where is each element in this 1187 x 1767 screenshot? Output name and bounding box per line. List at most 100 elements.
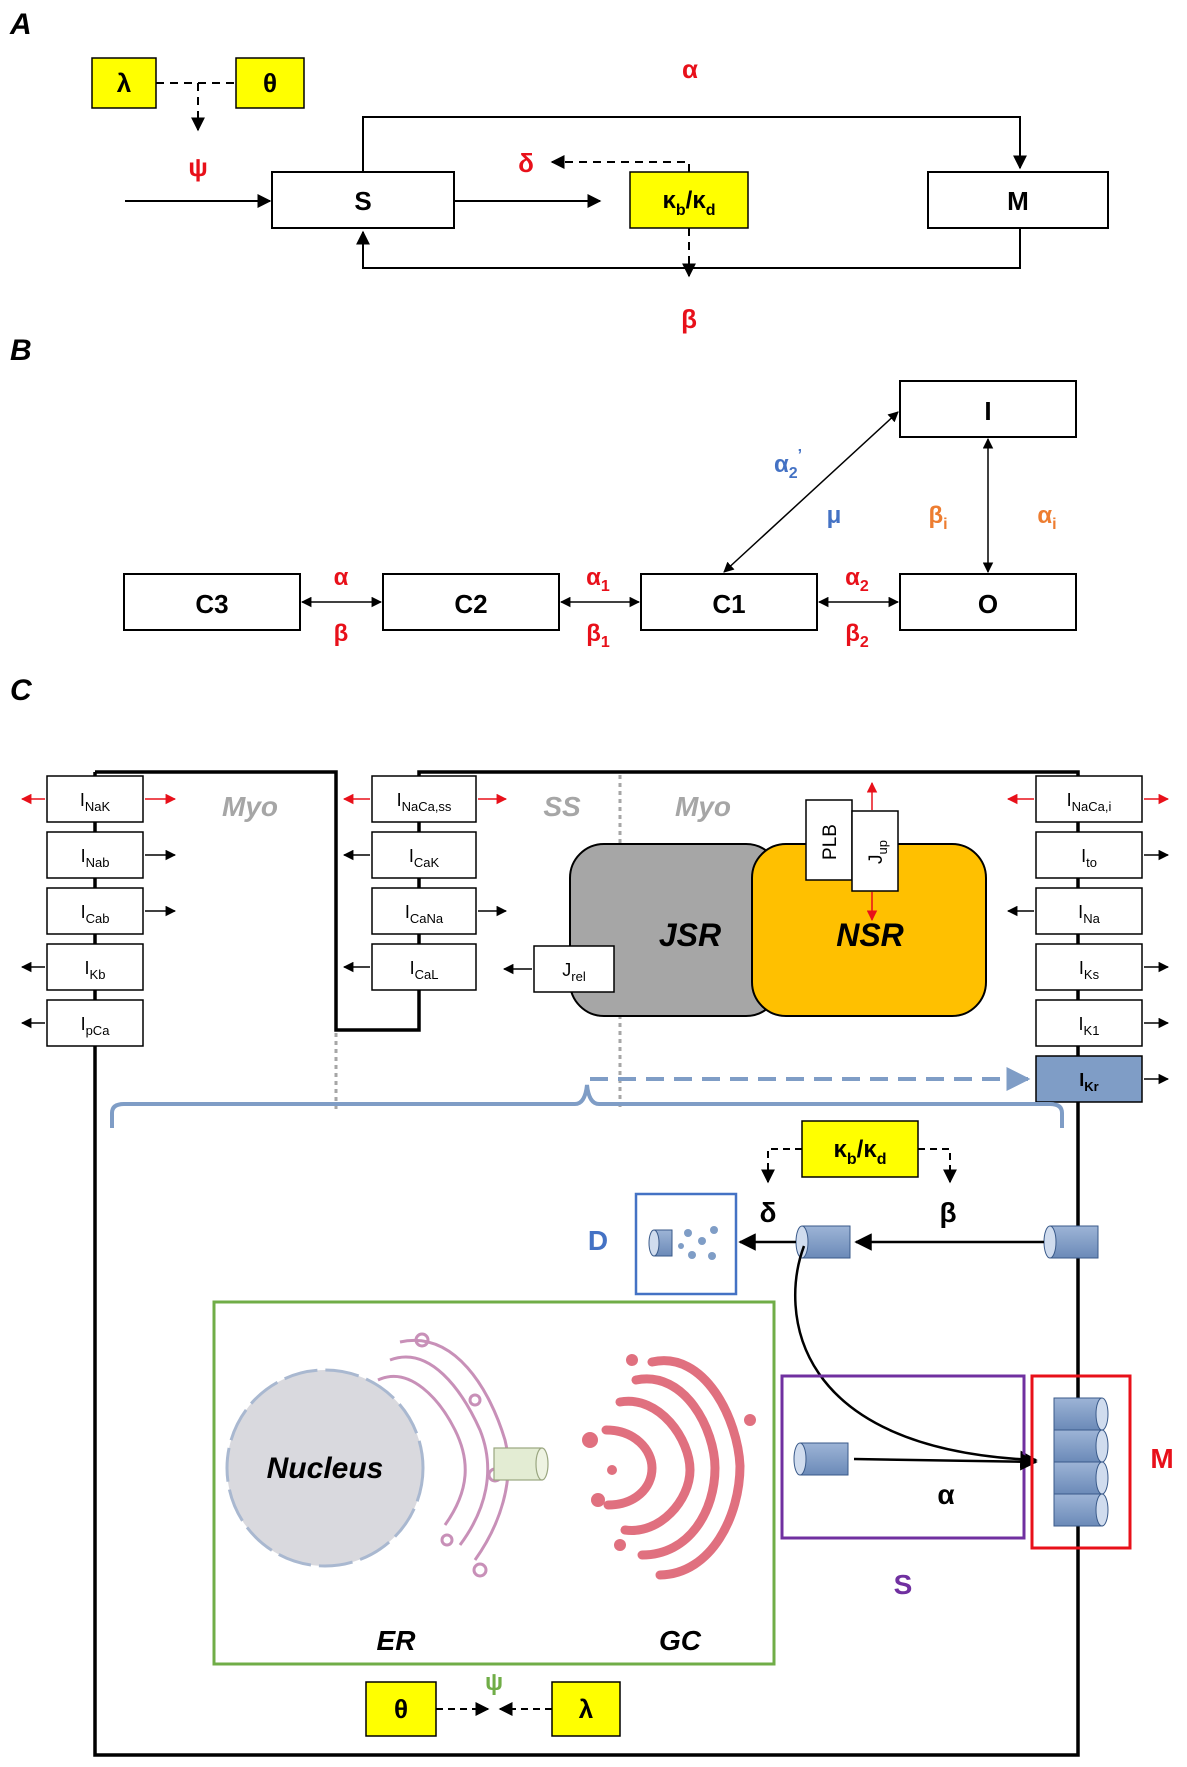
alpha-i-rate: αi <box>1037 502 1056 533</box>
theta-label: θ <box>263 68 277 98</box>
current-label-ikb: IKb <box>85 958 106 982</box>
current-box-ikb <box>46 943 144 991</box>
delta-dashed-arrow <box>550 155 690 172</box>
current-box-icab <box>46 887 144 935</box>
channel-icon-membrane <box>1043 1225 1099 1259</box>
theta-box-c <box>365 1681 437 1737</box>
degraded-channel-fragments <box>648 1226 718 1260</box>
current-box-ik1 <box>1035 999 1143 1047</box>
nucleus-label: Nucleus <box>267 1452 384 1485</box>
m-state-box <box>927 171 1109 229</box>
lambda-label-c: λ <box>579 1694 594 1724</box>
panel-c-label: C <box>10 674 33 707</box>
lambda-box <box>91 57 157 109</box>
beta1-rate: β1 <box>586 620 610 651</box>
o-state-label: O <box>978 589 998 619</box>
er-golgi-box <box>212 1300 776 1666</box>
beta-label-c: β <box>939 1197 956 1228</box>
current-box-inab <box>46 831 144 879</box>
membrane-channels-stack <box>1053 1397 1109 1527</box>
jsr-label: JSR <box>659 917 721 953</box>
current-box-inaca-ss <box>371 775 477 823</box>
psi-label-c: ψ <box>485 1669 503 1696</box>
current-label-ical: ICaL <box>410 958 439 982</box>
degradation-label: D <box>588 1225 608 1256</box>
nsr-label: NSR <box>836 917 904 953</box>
lambda-box-c <box>551 1681 621 1737</box>
alpha-label-c: α <box>937 1479 954 1510</box>
alpha1-rate: α1 <box>586 564 610 595</box>
s-to-m-alpha-arrow <box>362 116 1027 172</box>
er-shape <box>377 1332 510 1578</box>
current-label-icana: ICaNa <box>405 902 444 926</box>
nascent-channel-icon <box>493 1447 549 1481</box>
trafficking-arrow <box>853 1452 1038 1471</box>
gc-label: GC <box>659 1625 702 1656</box>
current-box-ito <box>1035 831 1143 879</box>
middle-currents: INaCa,ss ICaK ICaNa ICaL <box>342 775 508 991</box>
channel-icon-sorting <box>793 1442 849 1476</box>
c3-state-label: C3 <box>195 589 228 619</box>
myo-right-label: Myo <box>675 791 731 822</box>
myo-left-label: Myo <box>222 791 278 822</box>
sorting-label: S <box>894 1569 913 1600</box>
beta-rate-b: β <box>334 620 349 647</box>
beta-rate-label: β <box>681 304 697 334</box>
current-label-inak: INaK <box>80 790 111 814</box>
o-state-box <box>899 573 1077 631</box>
m-to-s-return-arrow <box>356 228 1021 269</box>
current-box-ipca <box>46 999 144 1047</box>
current-label-inaca-i: INaCa,i <box>1067 790 1112 814</box>
current-label-icak: ICaK <box>409 846 440 870</box>
membrane-box <box>1030 1374 1132 1550</box>
c1-i-arrow <box>723 411 899 573</box>
er-label: ER <box>377 1625 417 1656</box>
jup-label: Jup <box>866 840 890 864</box>
theta-label-c: θ <box>394 1694 408 1724</box>
c2-state-box <box>382 573 560 631</box>
cell-membrane <box>93 770 1080 1757</box>
current-box-ikr <box>1035 1055 1143 1103</box>
alpha2-rate: α2 <box>845 564 869 595</box>
current-box-ical <box>371 943 477 991</box>
current-box-iks <box>1035 943 1143 991</box>
channel-icon-internalized <box>795 1225 851 1259</box>
current-box-inaca-i <box>1035 775 1143 823</box>
current-label-icab: ICab <box>81 902 110 926</box>
membrane-label: M <box>1150 1443 1173 1474</box>
i-state-box <box>899 380 1077 438</box>
plb-label: PLB <box>820 824 841 860</box>
expansion-bracket <box>110 1084 1064 1128</box>
psi-rate-label: ψ <box>188 152 208 182</box>
panel-a-label: A <box>9 8 32 41</box>
current-label-ito: Ito <box>1081 846 1097 870</box>
jrel-box <box>533 945 615 993</box>
current-label-inab: INab <box>81 846 110 870</box>
jup-box <box>851 810 899 892</box>
current-label-ikr: IKr <box>1079 1070 1098 1094</box>
alpha2-prime-rate: α2’ <box>774 447 802 482</box>
alpha-rate-label: α <box>682 54 698 84</box>
current-label-ipca: IpCa <box>81 1014 111 1038</box>
left-currents: INaK INab ICab IKb IpCa <box>20 775 177 1047</box>
c3-state-box <box>123 573 301 631</box>
jrel-label: Jrel <box>562 960 586 984</box>
c1-state-label: C1 <box>712 589 745 619</box>
beta-i-rate: βi <box>928 502 947 533</box>
current-box-icana <box>371 887 477 935</box>
kappa-beta-dashed-arrow <box>918 1148 957 1184</box>
mu-rate: μ <box>827 502 842 529</box>
beta2-rate: β2 <box>845 620 869 651</box>
current-label-ik1: IK1 <box>1079 1014 1100 1038</box>
kappa-label-c: κb/κd <box>833 1136 886 1168</box>
current-label-inaca-ss: INaCa,ss <box>397 790 452 814</box>
recycling-arrow <box>794 1245 1038 1469</box>
current-box-icak <box>371 831 477 879</box>
lambda-label: λ <box>117 68 132 98</box>
delta-label-c: δ <box>760 1197 777 1228</box>
c1-state-box <box>640 573 818 631</box>
nucleus-shape <box>225 1368 425 1568</box>
right-currents: INaCa,i Ito INa IKs IK1 IKr <box>1006 775 1170 1103</box>
